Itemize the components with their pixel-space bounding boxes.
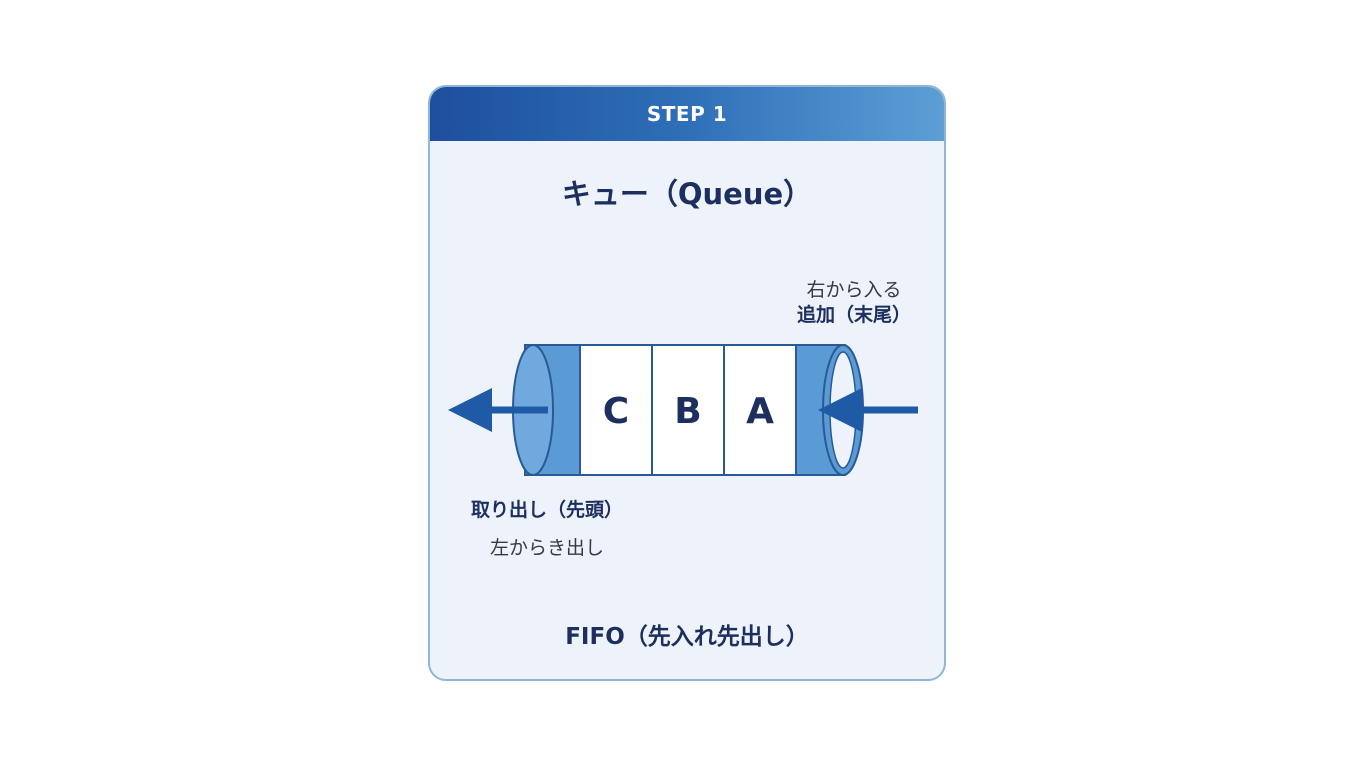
- right-arrow-icon: [818, 388, 918, 432]
- queue-item-label: C: [603, 391, 629, 432]
- queue-item-label: A: [746, 391, 774, 432]
- dequeue-sub-label: 左からき出し: [489, 537, 604, 559]
- left-arrow-icon: [448, 388, 548, 432]
- queue-item-label: B: [674, 391, 701, 432]
- queue-item-cell: [723, 344, 797, 476]
- step-label: STEP 1: [646, 102, 728, 126]
- diagram-title: キュー（Queue）: [561, 177, 813, 211]
- enqueue-main-label: 追加（末尾）: [796, 304, 911, 326]
- fifo-caption: FIFO（先入れ先出し）: [565, 624, 809, 650]
- dequeue-main-label: 取り出し（先頭）: [470, 499, 623, 521]
- queue-step-card: STEP 1 キュー（Queue） C B A 右から入る 追加（末尾） 取り出し（…: [428, 85, 946, 681]
- enqueue-sub-label: 右から入る: [806, 279, 902, 301]
- queue-item-cell: [579, 344, 653, 476]
- card-header: STEP 1: [430, 87, 944, 141]
